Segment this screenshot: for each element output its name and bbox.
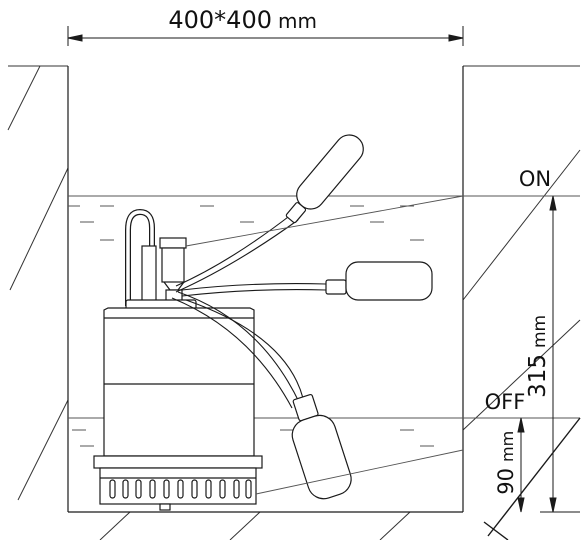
- lower-float: [291, 393, 352, 500]
- off-level-label: OFF: [485, 390, 526, 414]
- ground-hatching: [7, 65, 581, 540]
- pit-size-value: 400*400: [168, 6, 272, 34]
- pit-walls: [67, 66, 464, 513]
- off-level-unit: mm: [498, 431, 517, 462]
- on-water-level: [68, 195, 580, 241]
- on-level-label: ON: [519, 167, 551, 191]
- float-cables: [171, 213, 327, 417]
- off-level-dimension: [517, 417, 525, 513]
- on-level-value: 315: [525, 354, 551, 398]
- strainer-slots: [109, 479, 252, 499]
- on-level-guide: [185, 195, 464, 247]
- on-level-unit: mm: [530, 315, 550, 348]
- submersible-pump: [93, 208, 263, 511]
- off-level-guide: [255, 449, 464, 495]
- break-line: [483, 417, 581, 540]
- upper-float: [285, 134, 364, 224]
- pit-size-unit: mm: [278, 9, 317, 33]
- middle-float: [325, 261, 433, 301]
- on-level-dimension: [540, 195, 580, 513]
- width-dimension: [67, 26, 464, 46]
- off-level-value: 90: [494, 468, 518, 495]
